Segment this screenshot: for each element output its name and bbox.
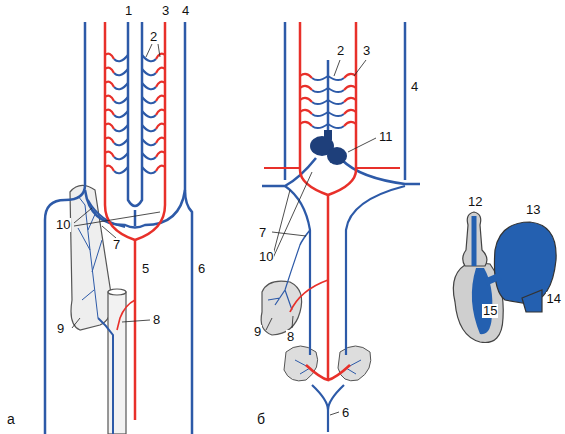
callout-number: 2 [336, 44, 345, 58]
callout-number: 3 [362, 44, 371, 58]
callout-number: 4 [181, 4, 190, 18]
callout-number: 9 [56, 322, 65, 336]
panel-a-vessels [45, 22, 192, 434]
callout-number: 1 [124, 4, 133, 18]
callout-number: 15 [482, 304, 498, 318]
panel-b-vessels [261, 22, 420, 432]
callout-number: 8 [286, 330, 295, 344]
heart-inset [453, 212, 556, 343]
leader-lines-a [72, 44, 160, 328]
callout-number: 10 [258, 250, 274, 264]
callout-number: 9 [253, 325, 262, 339]
callout-number: 8 [152, 313, 161, 327]
leader-lines-b [266, 60, 376, 415]
callout-number: 3 [161, 4, 170, 18]
callout-number: 6 [341, 406, 350, 420]
callout-number: 5 [141, 262, 150, 276]
callout-number: 4 [410, 80, 419, 94]
callout-number: 7 [112, 238, 121, 252]
callout-number: 13 [525, 203, 541, 217]
callout-number: 7 [258, 226, 267, 240]
callout-number: 2 [149, 30, 158, 44]
callout-number: 14 [546, 292, 562, 306]
callout-number: 10 [55, 218, 71, 232]
panel-letter: б [256, 412, 266, 426]
callout-number: 6 [197, 262, 206, 276]
callout-number: 11 [378, 130, 394, 144]
callout-number: 12 [467, 195, 483, 209]
panel-letter: а [6, 412, 16, 426]
